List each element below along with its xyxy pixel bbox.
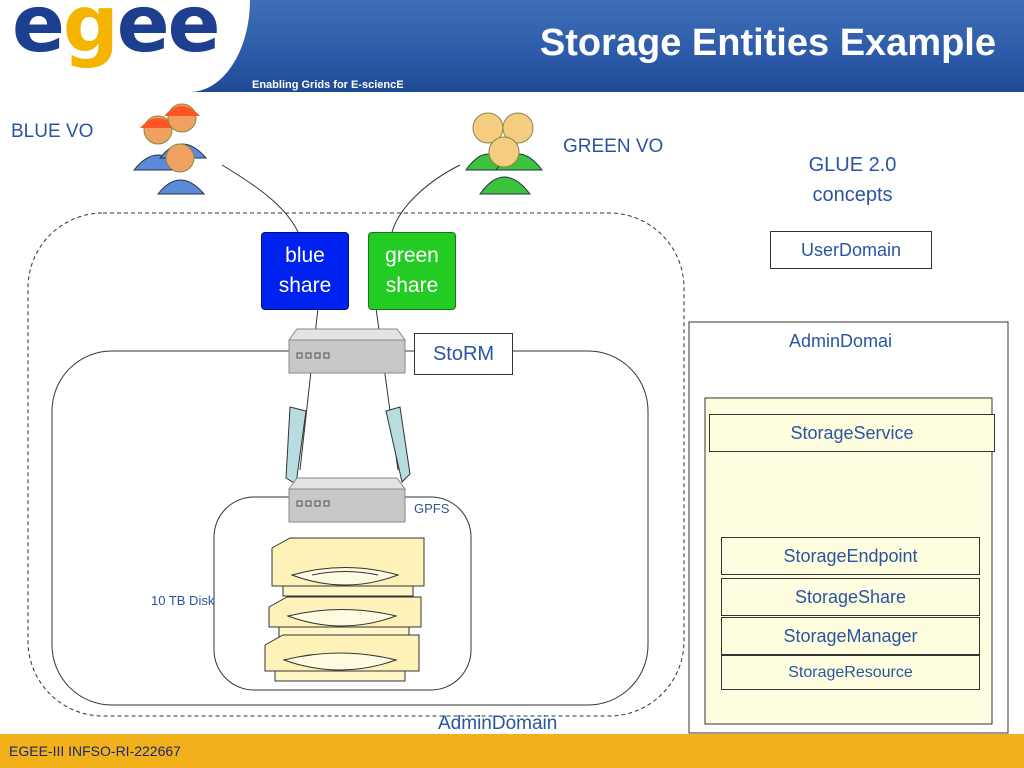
blue-users-icon	[132, 103, 208, 195]
storage-share-box: StorageShare	[721, 578, 980, 616]
disk-label: 10 TB Disk	[151, 593, 215, 608]
glue-concepts-label: GLUE 2.0 concepts	[808, 154, 897, 206]
admin-domain-bottom-label: AdminDomain	[438, 713, 558, 734]
green-users-icon	[465, 112, 544, 195]
slide-title: Storage Entities Example	[539, 22, 996, 64]
blue-vo-link	[221, 164, 299, 233]
user-domain-box: UserDomain	[770, 231, 932, 269]
disk-stack-icon	[264, 537, 425, 682]
storage-manager-box: StorageManager	[721, 617, 980, 655]
gpfs-label: GPFS	[414, 501, 450, 516]
footer-text: EGEE-III INFSO-RI-222667	[9, 743, 181, 759]
footer-bar	[0, 734, 1024, 768]
logo-panel	[0, 0, 250, 92]
green-share: green share	[368, 232, 456, 310]
right-connector	[385, 406, 411, 483]
green-vo-link	[391, 164, 461, 233]
storage-service-box: StorageService	[709, 414, 995, 452]
blue-share: blue share	[261, 232, 349, 310]
blue-vo-label: BLUE VO	[11, 121, 94, 142]
storm-box: StoRM	[414, 333, 513, 375]
tagline: Enabling Grids for E-sciencE	[252, 79, 404, 91]
server-icon	[288, 477, 406, 523]
outer-admin-domain	[27, 212, 685, 717]
storage-resource-box: StorageResource	[721, 655, 980, 690]
egee-logo: egee	[12, 0, 221, 70]
server-icon	[288, 328, 406, 374]
green-vo-label: GREEN VO	[563, 136, 664, 157]
admin-domain-label: AdminDomai	[789, 331, 893, 351]
storage-endpoint-box: StorageEndpoint	[721, 537, 980, 575]
